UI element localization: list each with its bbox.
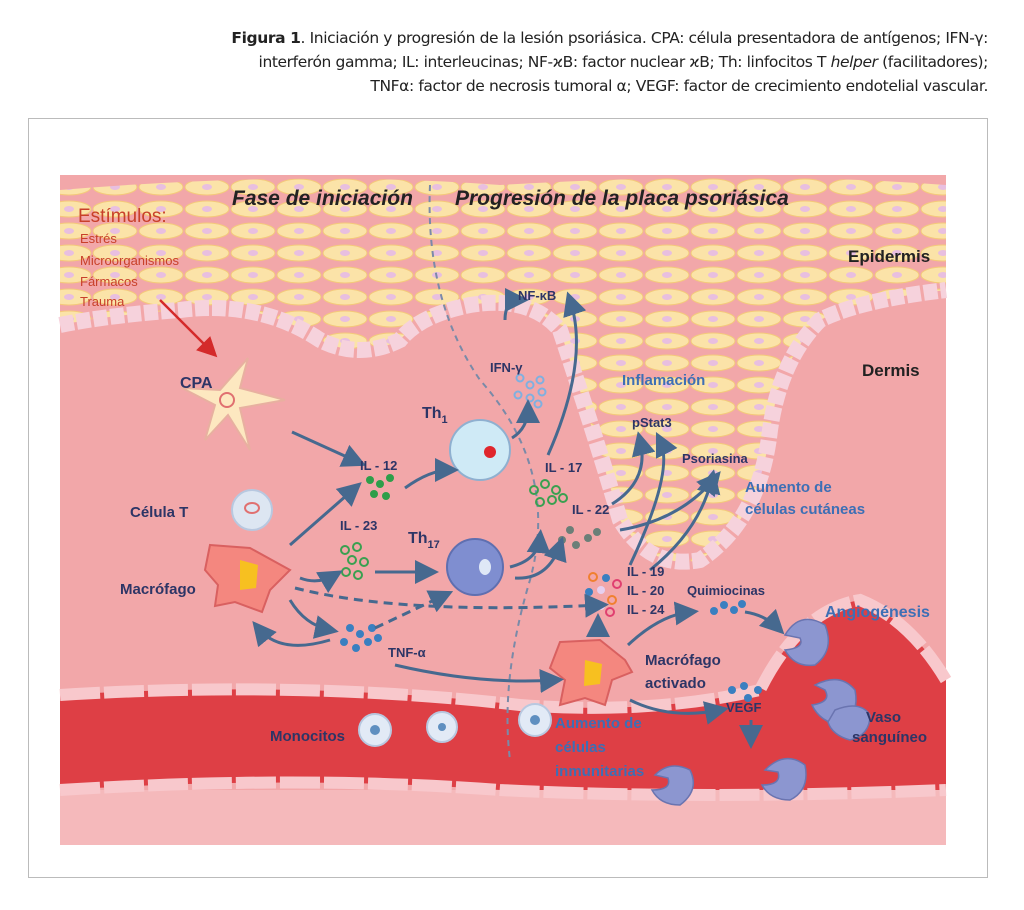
epidermis-layer xyxy=(60,177,946,562)
nfkb-label: NF-κB xyxy=(518,288,556,303)
vegf-label: VEGF xyxy=(726,700,761,715)
skin-cells-label-2: células cutáneas xyxy=(745,501,865,518)
cpa-nucleus xyxy=(219,392,235,408)
pstat3-label: pStat3 xyxy=(632,415,672,430)
vessel-label-1: Vaso xyxy=(866,709,901,726)
th17-label: Th17 xyxy=(408,530,440,551)
tnf-dots xyxy=(340,624,382,652)
figure-frame xyxy=(28,118,988,878)
skin-cells-label-1: Aumento de xyxy=(745,479,832,496)
ifn-label: IFN-γ xyxy=(490,360,523,375)
vessel-label-2: sanguíneo xyxy=(852,729,927,746)
chemokines-label: Quimiocinas xyxy=(687,583,765,598)
vegf-dots xyxy=(728,682,762,702)
immune-cells-label-2: células xyxy=(555,739,606,756)
th1-cell xyxy=(449,419,511,481)
il23-dots xyxy=(340,542,369,580)
dermis-label: Dermis xyxy=(862,361,920,380)
figure-caption: Figura 1. Iniciación y progresión de la … xyxy=(60,26,988,98)
th1-nucleus xyxy=(484,446,496,458)
phase-divider xyxy=(428,184,540,761)
il12-dots xyxy=(366,474,394,500)
macrophage-label: Macrófago xyxy=(120,581,196,598)
stimuli-title: Estímulos: xyxy=(78,206,167,227)
activated-macrophage-label-1: Macrófago xyxy=(645,652,721,669)
immune-cells-label-1: Aumento de xyxy=(555,715,642,732)
immune-cells-label-3: inmunitarias xyxy=(555,763,644,780)
inflammation-label: Inflamación xyxy=(622,372,705,389)
psoriasin-label: Psoriasina xyxy=(682,451,749,466)
il12-label: IL - 12 xyxy=(360,458,397,473)
il22-label: IL - 22 xyxy=(572,502,609,517)
epidermis-label: Epidermis xyxy=(848,247,930,266)
th17-cell xyxy=(446,538,504,596)
activated-macrophage-nucleus xyxy=(584,660,602,686)
basal-cell-layer xyxy=(58,282,947,570)
il19-label: IL - 19 xyxy=(627,564,664,579)
il17-label: IL - 17 xyxy=(545,460,582,475)
monocytes-label: Monocitos xyxy=(270,728,345,745)
il23-label: IL - 23 xyxy=(340,518,377,533)
il20-label: IL - 20 xyxy=(627,583,664,598)
cpa-label: CPA xyxy=(180,375,213,392)
caption-line-1: . Iniciación y progresión de la lesión p… xyxy=(300,29,989,47)
vessel-wall-top xyxy=(59,593,952,714)
t-cell xyxy=(231,489,273,531)
th17-nucleus xyxy=(479,559,491,575)
caption-line-2a: interferón gamma; IL: interleucinas; NF-… xyxy=(258,53,831,71)
blood-vessel xyxy=(60,600,946,795)
monocyte-nuclei xyxy=(370,715,540,735)
phase-initiation-label: Fase de iniciación xyxy=(232,187,413,210)
caption-italic: helper xyxy=(830,53,878,71)
caption-line-2b: (facilitadores); xyxy=(877,53,988,71)
pathway-arrows xyxy=(252,288,785,749)
il17-dots xyxy=(529,479,568,507)
stimulus-item: Trauma xyxy=(80,294,125,309)
stimulus-item: Estrés xyxy=(80,231,117,246)
angiogenesis-label: Angiogénesis xyxy=(825,604,930,621)
activated-macrophage-label-2: activado xyxy=(645,675,706,692)
stimulus-item: Fármacos xyxy=(80,274,138,289)
chemokine-dots xyxy=(710,600,746,615)
il24-label: IL - 24 xyxy=(627,602,665,617)
stimuli-arrow xyxy=(159,299,218,358)
stimulus-item: Microorganismos xyxy=(80,253,179,268)
th1-label: Th1 xyxy=(422,405,448,426)
figure-label: Figura 1 xyxy=(231,29,301,47)
macrophage-nucleus xyxy=(240,560,258,590)
phase-progression-label: Progresión de la placa psoriásica xyxy=(455,187,789,210)
t-cell-nucleus xyxy=(244,502,260,514)
endothelial-sprouts xyxy=(650,618,871,806)
tnf-label: TNF-α xyxy=(388,645,426,660)
t-cell-label: Célula T xyxy=(130,504,188,521)
caption-line-3: TNFα: factor de necrosis tumoral α; VEGF… xyxy=(370,77,988,95)
